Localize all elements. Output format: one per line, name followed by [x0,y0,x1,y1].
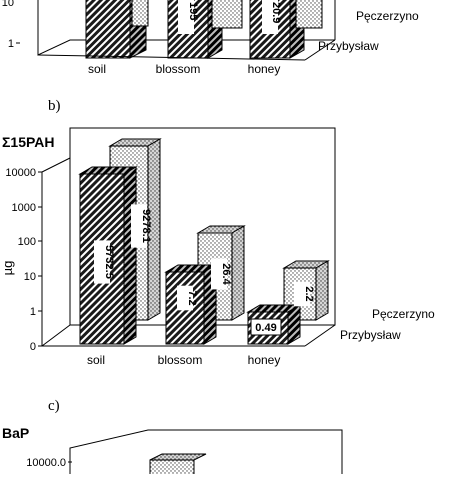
panel-b-ylabel: µg [0,261,15,276]
value-label-przybyslaw-honey-group: 0.49 [250,318,282,336]
panel-b-tick-label: 1000 [12,202,36,214]
panel-c-title: BaP [2,425,29,441]
value-label-peczerzyno-honey-box [294,281,310,307]
value-label-peczerzyno-honey: 2.2 [303,286,315,301]
panel-a-bar-honey: 20.9 [249,0,323,59]
bar-peczerzyno-honey-side [315,260,329,321]
panel-b-title: Σ15PAH [2,134,55,150]
panel-b-tick-label: 10 [24,271,36,283]
panel-c-letter: c) [48,398,60,414]
panel-a-tick-label: 1 [8,38,14,50]
bar-soil-front [85,0,131,59]
panel-a-bar-blossom: 195 [167,0,243,59]
panel-a-bar-soil [85,0,149,59]
value-label-peczerzyno-blossom-group: 26.4 [211,258,232,290]
panel-b-category-label: blossom [158,353,203,367]
panel-b-category-label: honey [248,353,281,367]
bar-przybyslaw-honey-side [287,304,301,345]
bar-honey-back [295,0,323,29]
bar-peczerzyno-blossom-side [231,225,245,321]
value-label-peczerzyno-soil: 9278.1 [140,209,152,243]
value-label-box [178,0,194,34]
panel-a-category-label: blossom [156,62,201,76]
value-label: 195 [187,2,199,20]
value-label-peczerzyno-soil-box [131,204,147,248]
panel-a-category-label: soil [88,62,106,76]
panel-b-letter: b) [48,98,61,114]
panel-c-frame [69,429,343,474]
panel-b-floor-left [41,324,71,347]
bar-peczerzyno-soil-side [147,138,161,321]
panel-a-legend-front: Przybysław [318,39,379,53]
panel-b-bars: 5732.5 9278.1 7.2 26.4 0.49 2.2 [78,138,330,345]
panel-c-tick-label: 10000.0 [26,457,66,469]
panel-b-tick-label: 100 [18,236,36,248]
value-label-przybyslaw-soil-group: 5732.5 [94,240,115,284]
value-label-przybyslaw-soil-box [94,240,110,284]
panel-c-bar-back-top [149,453,207,461]
panel-c-bar-back [149,459,195,479]
panel-b-category-label: soil [87,353,105,367]
panel-b-tick-label: 10000 [5,167,36,179]
panel-a-legend-back: Pęczerzyno [356,9,419,23]
value-label-peczerzyno-soil-group: 9278.1 [131,204,152,248]
value-label-przybyslaw-blossom: 7.2 [186,290,198,305]
value-label-przybyslaw-honey: 0.49 [255,322,276,334]
value-label-peczerzyno-blossom-box [211,258,227,290]
panel-c: c) BaP 10000.0 [2,398,343,479]
value-label-przybyslaw-blossom-box [177,285,193,311]
panel-b-legend-back: Pęczerzyno [372,307,435,321]
bar-soil-back [131,0,149,27]
panel-b-tick-label: 1 [30,306,36,318]
bar-przybyslaw-soil-side [123,166,137,345]
panel-a-tick-label: 10 [2,0,14,9]
bar-blossom-back [211,0,243,29]
panel-a-floor-side [304,39,336,61]
value-label-przybyslaw-honey-box [250,318,282,336]
panel-a: 10 1 195 20.9 Pęczerzyno Przybysław soil [2,0,419,76]
value-label-peczerzyno-blossom: 26.4 [220,263,232,285]
panel-b-top-left [41,157,71,173]
panel-a-category-label: honey [248,62,281,76]
value-label-przybyslaw-soil: 5732.5 [103,245,115,279]
panel-a-floor-front [37,54,306,61]
panel-b-tick-label: 0 [30,341,36,353]
value-label-box [262,0,278,34]
bar-przybyslaw-blossom [164,264,218,345]
value-label: 20.9 [270,2,282,23]
panel-b-floor-right [304,324,336,347]
panel-b-legend-front: Przybysław [340,328,401,342]
value-label-peczerzyno-honey-group: 2.2 [294,281,315,307]
value-label-przybyslaw-blossom-group: 7.2 [177,285,198,311]
